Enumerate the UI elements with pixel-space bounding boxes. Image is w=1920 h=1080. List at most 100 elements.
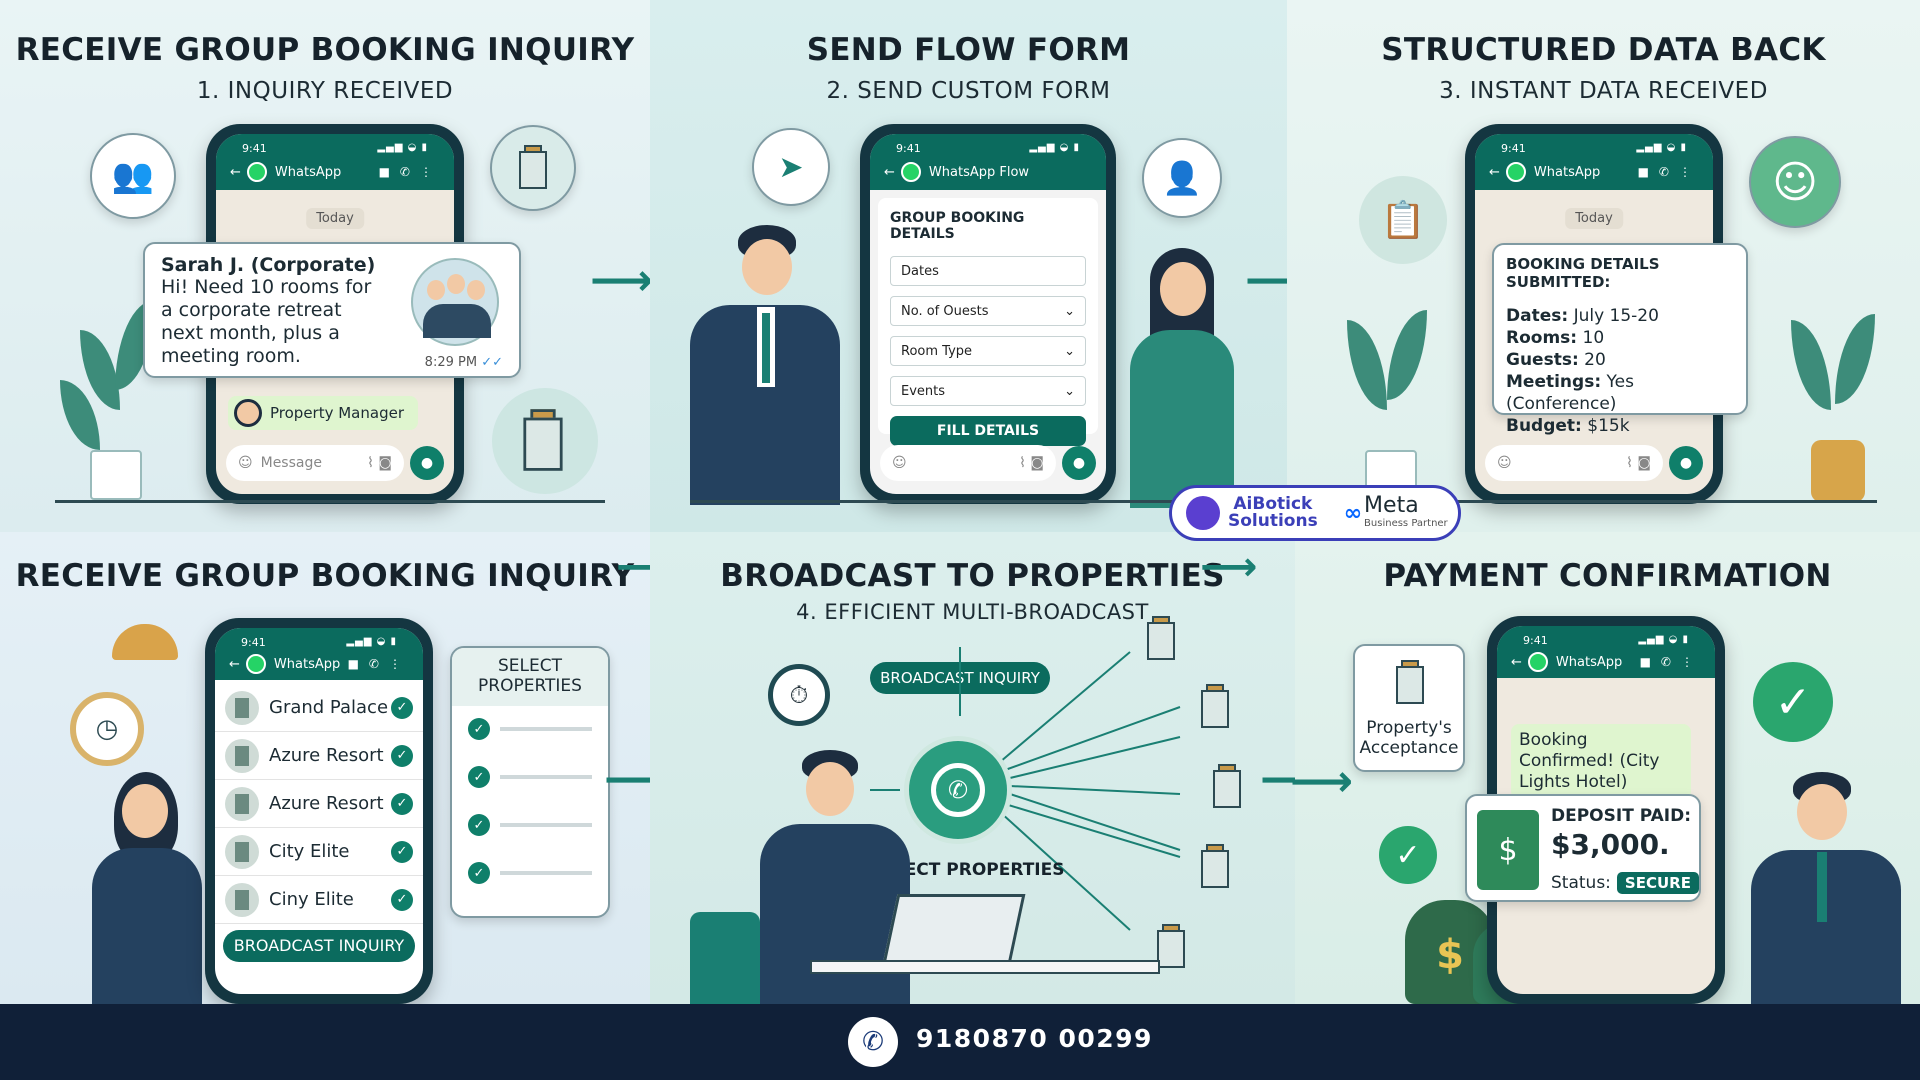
phone-icon[interactable]: ✆ [848, 1017, 898, 1067]
mic-icon[interactable]: ● [1669, 446, 1703, 480]
clock-icon: ◷ [70, 692, 144, 766]
check-icon[interactable]: ✓ [468, 814, 490, 836]
property-item[interactable]: Azure Resort✓ [215, 732, 423, 780]
partner-badge: AiBotick Solutions ∞ Meta Business Partn… [1169, 485, 1461, 541]
field-events[interactable]: Events⌄ [890, 376, 1086, 406]
contact-phone-number[interactable]: 9180870 00299 [916, 1024, 1153, 1053]
brand-name: AiBotick [1233, 494, 1313, 514]
attach-icon[interactable]: ⌇ ◙ [1019, 455, 1044, 471]
footer-bar [0, 1004, 1920, 1080]
field-guests[interactable]: No. of Ouests⌄ [890, 296, 1086, 326]
property-item[interactable]: Azure Resort✓ [215, 780, 423, 828]
emoji-icon[interactable]: ☺ [1497, 455, 1512, 471]
mic-icon[interactable]: ● [1062, 446, 1096, 480]
chat-title: WhatsApp [1555, 654, 1623, 670]
panel-broadcast: BROADCAST TO PROPERTIES 4. EFFICIENT MUL… [650, 532, 1295, 1004]
property-building-icon [1198, 684, 1232, 728]
attach-icon[interactable]: ⌇ ◙ [1626, 455, 1651, 471]
chevron-down-icon: ⌄ [1064, 343, 1075, 359]
date-chip: Today [1565, 208, 1623, 229]
check-icon[interactable]: ✓ [468, 862, 490, 884]
call-icons[interactable]: ■✆⋮ [347, 657, 411, 671]
desk [810, 960, 1160, 974]
check-icon[interactable]: ✓ [468, 766, 490, 788]
flow-arrow-p5-p6: ⟶ [1290, 756, 1354, 807]
check-icon[interactable]: ✓ [468, 718, 490, 740]
chat-title: WhatsApp Flow [928, 164, 1030, 180]
panel-title: RECEIVE GROUP BOOKING INQUIRY [15, 32, 635, 68]
manager-woman-illustration [82, 772, 212, 1004]
panel-select-properties: RECEIVE GROUP BOOKING INQUIRY ⟶ ◷ 9:41 ▂… [0, 532, 650, 1004]
call-icons[interactable]: ■✆⋮ [1637, 165, 1701, 179]
panel-subtitle: 1. INQUIRY RECEIVED [196, 78, 454, 104]
hotel-icon [225, 690, 259, 725]
property-list: Grand Palace✓ Azure Resort✓ Azure Resort… [215, 684, 423, 924]
message-input[interactable]: ☺ Message ⌇ ◙ [226, 445, 404, 481]
panel-title: SEND FLOW FORM [806, 32, 1131, 68]
avatar [234, 399, 262, 427]
flow-arrow-2: ⟶ [1260, 754, 1295, 805]
flow-arrow: ⟶ [590, 255, 650, 306]
deposit-amount: $3,000. [1551, 828, 1670, 861]
call-icons[interactable]: ■✆⋮ [1639, 655, 1703, 669]
message-text: Hi! Need 10 rooms for a corporate retrea… [161, 276, 372, 367]
property-acceptance-card: Property's Acceptance [1353, 644, 1465, 772]
back-arrow-icon[interactable]: ← [1511, 654, 1522, 670]
attach-icon[interactable]: ⌇ ◙ [367, 455, 392, 471]
field-room-type[interactable]: Room Type⌄ [890, 336, 1086, 366]
date-chip: Today [306, 208, 364, 229]
smiley-icon: ☺ [1749, 136, 1841, 228]
brand-sub: Solutions [1228, 511, 1318, 531]
laptop-icon [882, 894, 1026, 964]
message-input[interactable]: ☺ ⌇ ◙ [1485, 445, 1663, 481]
panel-inquiry-received: RECEIVE GROUP BOOKING INQUIRY 1. INQUIRY… [0, 0, 650, 532]
phone-mockup: 9:41 ▂▄▆ ◒ ▮ ← WhatsApp Flow GROUP BOOKI… [860, 124, 1116, 504]
check-circle-icon: ✓ [1379, 826, 1437, 884]
hotel-icon [225, 834, 259, 869]
call-icons[interactable]: ■✆⋮ [378, 165, 442, 179]
broadcast-rays [870, 647, 1181, 931]
back-arrow-icon[interactable]: ← [884, 164, 895, 180]
message-input[interactable]: ☺ ⌇ ◙ [880, 445, 1056, 481]
fill-details-button[interactable]: FILL DETAILS [890, 416, 1086, 446]
plant-decoration [60, 290, 170, 500]
select-properties-label: SELECT PROPERTIES [870, 860, 1065, 880]
broadcast-inquiry-button[interactable]: BROADCAST INQUIRY [223, 930, 415, 962]
property-item[interactable]: Ciny Elite✓ [215, 876, 423, 924]
panel-title: PAYMENT CONFIRMATION [1383, 558, 1832, 594]
confirmation-message: Booking Confirmed! (City Lights Hotel) [1511, 724, 1691, 799]
hotel-building-icon [1393, 660, 1427, 708]
read-ticks-icon: ✓✓ [481, 355, 503, 370]
hotel-building-icon-2 [492, 388, 598, 494]
whatsapp-logo-icon [246, 162, 267, 182]
detail-meetings: Meetings: Yes (Conference) [1506, 372, 1634, 414]
back-arrow-icon[interactable]: ← [1489, 164, 1500, 180]
field-dates[interactable]: Dates [890, 256, 1086, 286]
property-item[interactable]: City Elite✓ [215, 828, 423, 876]
send-plane-icon: ➤ [752, 128, 830, 206]
detail-dates: Dates: July 15-20 [1506, 306, 1659, 326]
hotel-building-icon [490, 125, 576, 211]
check-icon: ✓ [391, 792, 413, 815]
flow-arrow: ⟶ [1245, 255, 1287, 306]
back-arrow-icon[interactable]: ← [229, 656, 240, 672]
aibotick-logo-icon [1186, 496, 1220, 530]
cash-icon: $ [1477, 810, 1539, 890]
property-item[interactable]: Grand Palace✓ [215, 684, 423, 732]
host-man-illustration [1735, 772, 1905, 1004]
status-label: Status: [1551, 873, 1611, 893]
flow-form: GROUP BOOKING DETAILS Dates No. of Ouest… [878, 198, 1098, 446]
whatsapp-logo-icon [900, 162, 921, 182]
panel-subtitle: 3. INSTANT DATA RECEIVED [1439, 78, 1768, 104]
guest-woman-illustration [1120, 248, 1240, 508]
back-arrow-icon[interactable]: ← [230, 164, 241, 180]
property-building-icon [1210, 764, 1244, 808]
flow-arrow: ⟶ [616, 544, 650, 590]
check-icon: ✓ [391, 888, 413, 911]
emoji-icon[interactable]: ☺ [892, 455, 907, 471]
agent-at-desk-illustration [740, 750, 920, 1004]
emoji-icon[interactable]: ☺ [238, 455, 253, 471]
mic-icon[interactable]: ● [410, 446, 444, 480]
check-circle-icon-2: ✓ [1753, 662, 1833, 742]
hotel-icon [225, 882, 259, 917]
